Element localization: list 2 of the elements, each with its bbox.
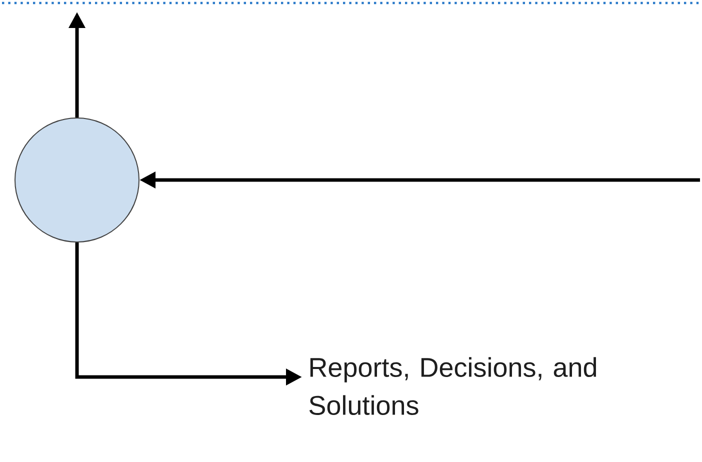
text-label: Reports, Decisions, and Solutions bbox=[309, 357, 596, 416]
circle-node bbox=[14, 118, 140, 242]
